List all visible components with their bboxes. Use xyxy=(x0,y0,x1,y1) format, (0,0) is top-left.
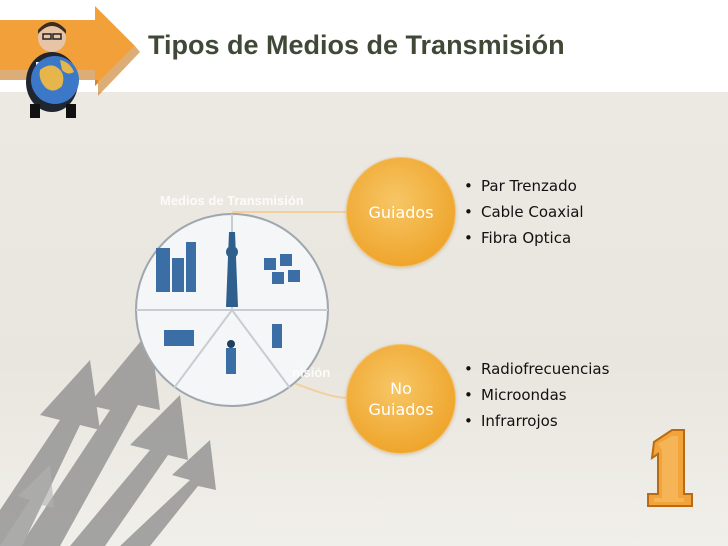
guiados-list: Par Trenzado Cable Coaxial Fibra Optica xyxy=(464,173,584,251)
telecom-network-wheel-icon xyxy=(135,213,329,407)
guiados-circle: Guiados xyxy=(346,157,456,267)
number-one-icon xyxy=(647,429,693,507)
circle-label-line: No xyxy=(390,379,412,398)
no-guiados-circle: No Guiados xyxy=(346,344,456,454)
gray-arrows-icon xyxy=(0,330,216,546)
no-guiados-list: Radiofrecuencias Microondas Infrarrojos xyxy=(464,356,609,434)
page-title: Tipos de Medios de Transmisión xyxy=(148,30,565,60)
list-item: Microondas xyxy=(464,382,609,408)
businessman-globe-icon xyxy=(0,6,140,118)
wheel-caption-top: Medios de Transmisión xyxy=(160,193,304,208)
list-item: Cable Coaxial xyxy=(464,199,584,225)
list-item: Radiofrecuencias xyxy=(464,356,609,382)
circle-label-line: Guiados xyxy=(368,202,434,222)
circle-label-line: Guiados xyxy=(368,400,434,419)
content-panel xyxy=(0,92,728,546)
wheel-caption-bottom: nisión xyxy=(292,365,331,380)
list-item: Fibra Optica xyxy=(464,225,584,251)
list-item: Infrarrojos xyxy=(464,408,609,434)
list-item: Par Trenzado xyxy=(464,173,584,199)
